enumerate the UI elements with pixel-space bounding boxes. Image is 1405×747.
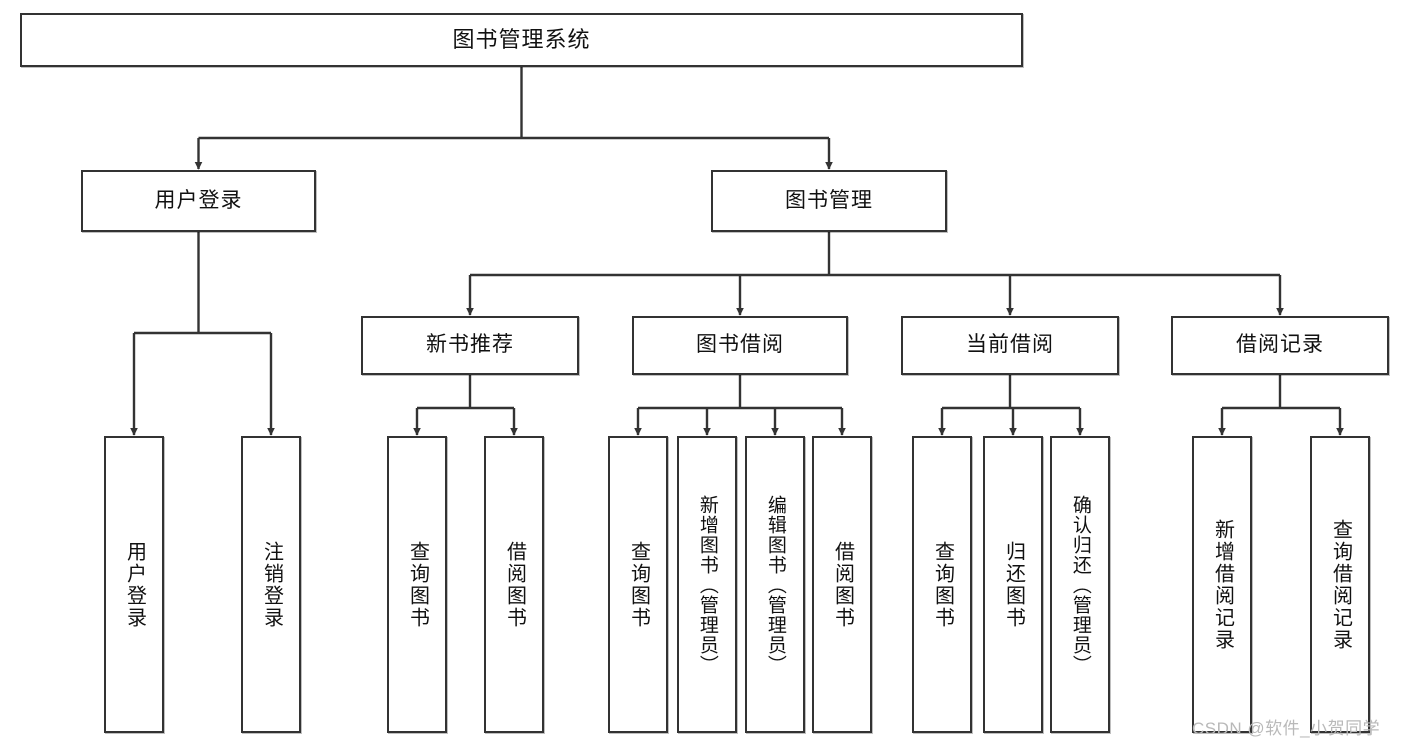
node-leaf-user-logout[interactable]: 注销登录 — [241, 436, 301, 733]
node-label: 用户登录 — [154, 188, 243, 212]
node-l2-book[interactable]: 图书管理 — [711, 170, 947, 232]
node-label: 图书管理系统 — [452, 27, 591, 53]
node-leaf-rec-add[interactable]: 新增借阅记录 — [1192, 436, 1252, 733]
node-l2-user[interactable]: 用户登录 — [81, 170, 316, 232]
node-l3-current[interactable]: 当前借阅 — [901, 316, 1119, 375]
node-label: 注销登录 — [260, 540, 283, 629]
node-label: 查询图书 — [406, 540, 429, 629]
node-l3-record[interactable]: 借阅记录 — [1171, 316, 1389, 375]
node-leaf-cur-return[interactable]: 归还图书 — [983, 436, 1043, 733]
node-label: 当前借阅 — [966, 333, 1054, 357]
node-label: 新增图书（管理员） — [696, 494, 718, 675]
node-label: 查询借阅记录 — [1329, 518, 1352, 651]
node-label: 借阅图书 — [503, 540, 526, 629]
node-label: 图书借阅 — [696, 333, 784, 357]
node-l3-borrow[interactable]: 图书借阅 — [632, 316, 848, 375]
node-label: 确认归还（管理员） — [1069, 494, 1091, 675]
node-leaf-bw-query[interactable]: 查询图书 — [608, 436, 668, 733]
node-label: 新书推荐 — [426, 333, 514, 357]
node-label: 查询图书 — [931, 540, 954, 629]
node-leaf-rec-query[interactable]: 查询借阅记录 — [1310, 436, 1370, 733]
node-label: 归还图书 — [1002, 540, 1025, 629]
node-leaf-cur-confirm[interactable]: 确认归还（管理员） — [1050, 436, 1110, 733]
node-l3-new[interactable]: 新书推荐 — [361, 316, 579, 375]
node-leaf-user-login[interactable]: 用户登录 — [104, 436, 164, 733]
node-leaf-new-query[interactable]: 查询图书 — [387, 436, 447, 733]
csdn-watermark: CSDN @软件_小贺同学 — [1192, 719, 1381, 738]
node-leaf-bw-borrow[interactable]: 借阅图书 — [812, 436, 872, 733]
node-leaf-new-borrow[interactable]: 借阅图书 — [484, 436, 544, 733]
node-label: 查询图书 — [627, 540, 650, 629]
node-root[interactable]: 图书管理系统 — [20, 13, 1023, 67]
node-leaf-bw-edit[interactable]: 编辑图书（管理员） — [745, 436, 805, 733]
node-label: 用户登录 — [123, 540, 146, 629]
node-leaf-bw-add[interactable]: 新增图书（管理员） — [677, 436, 737, 733]
node-label: 新增借阅记录 — [1211, 518, 1234, 651]
node-label: 图书管理 — [785, 188, 873, 212]
node-label: 借阅记录 — [1236, 333, 1324, 357]
node-label: 借阅图书 — [831, 540, 854, 629]
node-label: 编辑图书（管理员） — [764, 494, 786, 675]
node-leaf-cur-query[interactable]: 查询图书 — [912, 436, 972, 733]
